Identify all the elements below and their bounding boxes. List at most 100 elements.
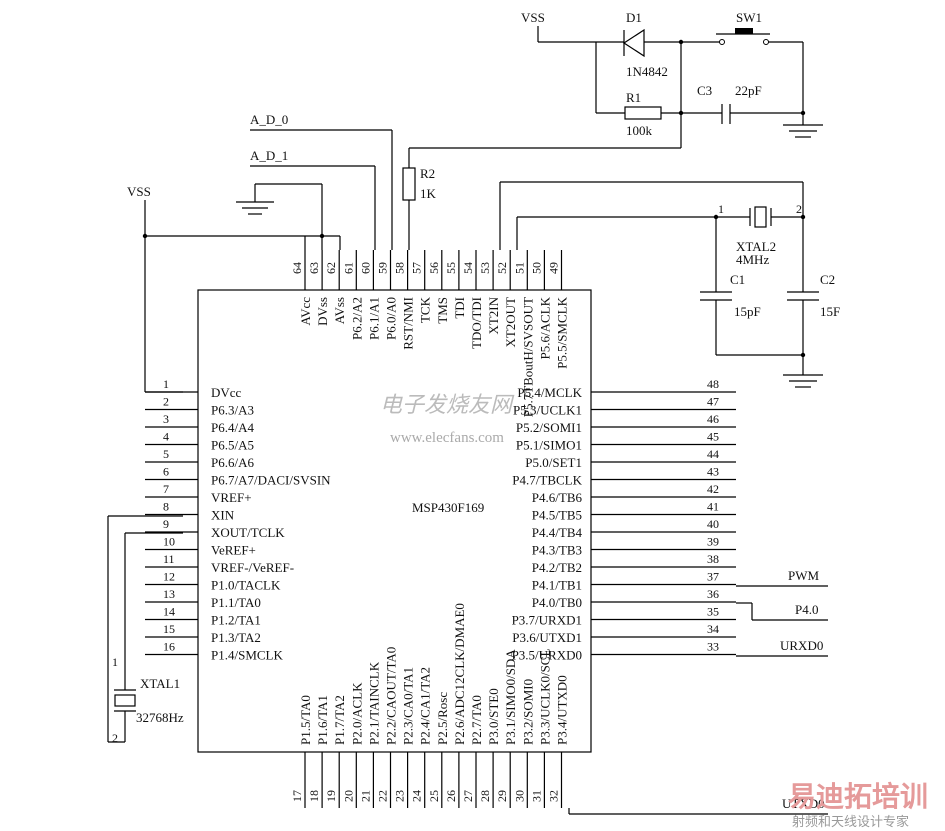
pin-label-bottom: P2.0/ACLK [349, 682, 364, 745]
pin-label-top: TDI [452, 297, 467, 319]
pin-label-right: P5.4/MCLK [517, 385, 582, 400]
c3-val: 22pF [735, 83, 762, 98]
pin-label-top: P5.6/ACLK [537, 296, 552, 359]
r2-resistor [402, 167, 416, 201]
ground-icon [236, 201, 274, 215]
chip-name: MSP430F169 [412, 500, 484, 515]
xtal2-ref: XTAL2 [736, 239, 776, 254]
pin-number-left: 12 [163, 570, 175, 584]
pin-label-right: P3.7/URXD1 [512, 613, 582, 628]
pin-number-right: 42 [707, 482, 719, 496]
vss-left-label: VSS [127, 184, 151, 199]
pin-number-top: 54 [461, 262, 475, 274]
pin-number-top: 58 [393, 262, 407, 274]
net-pwm: PWM [788, 568, 820, 583]
pin-number-bottom: 18 [307, 790, 321, 802]
pin-label-right: P4.0/TB0 [532, 595, 582, 610]
chip-body [197, 289, 592, 753]
pin-number-right: 47 [707, 395, 719, 409]
pin-number-left: 4 [163, 430, 169, 444]
xtal1-pin1: 1 [112, 655, 118, 669]
pin-number-top: 59 [376, 262, 390, 274]
pin-label-left: P1.0/TACLK [211, 578, 281, 593]
pin-label-top: P5.7TBoutH/SVSOUT [520, 297, 535, 417]
pin-number-right: 36 [707, 587, 719, 601]
watermark-brand-cn: 易迪拓培训 [788, 780, 928, 813]
pin-number-top: 50 [529, 262, 543, 274]
pin-number-top: 61 [341, 262, 355, 274]
pin-label-top: P6.1/A1 [366, 297, 381, 340]
pin-number-right: 38 [707, 552, 719, 566]
net-utxd0: UTXD0 [782, 796, 825, 811]
pin-label-top: TDO/TDI [469, 297, 484, 349]
d1-val: 1N4842 [626, 64, 668, 79]
pin-label-left: VREF-/VeREF- [211, 560, 294, 575]
pin-label-right: P5.3/UCLK1 [513, 403, 582, 418]
xtal2-pin1: 1 [718, 202, 724, 216]
pin-label-bottom: P1.7/TA2 [332, 695, 347, 745]
xtal1-val: 32768Hz [136, 710, 184, 725]
xtal1-pin2: 2 [112, 731, 118, 745]
pin-number-top: 60 [358, 262, 372, 274]
pin-label-left: P1.3/TA2 [211, 630, 261, 645]
pin-label-right: P4.3/TB3 [532, 543, 582, 558]
pin-number-bottom: 21 [358, 790, 372, 802]
pin-number-bottom: 30 [512, 790, 526, 802]
pin-number-left: 8 [163, 500, 169, 514]
pin-label-left: P1.1/TA0 [211, 595, 261, 610]
pin-label-right: P3.5/URXD0 [512, 648, 582, 663]
pin-number-right: 34 [707, 622, 719, 636]
crystal-xtal2-icon [749, 206, 772, 228]
r2-ref: R2 [420, 166, 435, 181]
pin-number-left: 5 [163, 447, 169, 461]
pin-number-bottom: 27 [461, 790, 475, 802]
pin-label-left: P6.4/A4 [211, 420, 254, 435]
c1-ref: C1 [730, 272, 745, 287]
pin-number-left: 2 [163, 395, 169, 409]
pin-number-right: 33 [707, 640, 719, 654]
pin-label-top: AVss [332, 297, 347, 324]
diode-d1-icon [622, 28, 645, 58]
pin-label-right: P4.4/TB4 [532, 525, 583, 540]
r1-resistor [624, 106, 662, 120]
pin-number-bottom: 25 [427, 790, 441, 802]
pin-label-bottom: P2.1/TAINCLK [366, 661, 381, 745]
xtal2-pin2: 2 [796, 202, 802, 216]
pin-number-bottom: 17 [290, 790, 304, 802]
pin-number-bottom: 19 [324, 790, 338, 802]
crystal-xtal1-icon [114, 689, 136, 712]
pin-label-bottom: P2.3/CA0/TA1 [401, 667, 416, 745]
pin-number-left: 3 [163, 412, 169, 426]
pin-number-bottom: 28 [478, 790, 492, 802]
pin-label-left: VeREF+ [211, 543, 256, 558]
pin-number-top: 53 [478, 262, 492, 274]
pin-number-right: 35 [707, 605, 719, 619]
c3-ref: C3 [697, 83, 712, 98]
xtal1-ref: XTAL1 [140, 676, 180, 691]
net-a-d-0: A_D_0 [250, 112, 288, 127]
pin-label-bottom: P3.1/SIMO0/SDA [503, 649, 518, 745]
pin-label-top: XT2IN [486, 296, 501, 334]
pin-label-bottom: P2.5/Rosc [435, 692, 450, 745]
r2-val: 1K [420, 186, 437, 201]
pin-number-bottom: 20 [341, 790, 355, 802]
pin-number-left: 15 [163, 622, 175, 636]
pin-label-top: P6.2/A2 [349, 297, 364, 340]
net-p40: P4.0 [795, 602, 818, 617]
pin-label-left: P1.4/SMCLK [211, 648, 283, 663]
pin-number-bottom: 29 [495, 790, 509, 802]
pin-label-right: P4.6/TB6 [532, 490, 583, 505]
pin-label-bottom: P1.6/TA1 [315, 695, 330, 745]
watermark-brand-sub: 射频和天线设计专家 [792, 814, 909, 830]
pin-number-top: 62 [324, 262, 338, 274]
pin-number-top: 63 [307, 262, 321, 274]
pin-label-left: P6.6/A6 [211, 455, 254, 470]
pin-label-left: VREF+ [211, 490, 252, 505]
pin-label-bottom: P3.0/STE0 [486, 688, 501, 745]
pin-label-right: P4.7/TBCLK [512, 473, 582, 488]
c1-val: 15pF [734, 304, 761, 319]
pin-label-left: P6.3/A3 [211, 403, 254, 418]
pin-number-bottom: 32 [547, 790, 561, 802]
net-a-d-1: A_D_1 [250, 148, 288, 163]
r1-val: 100k [626, 123, 653, 138]
